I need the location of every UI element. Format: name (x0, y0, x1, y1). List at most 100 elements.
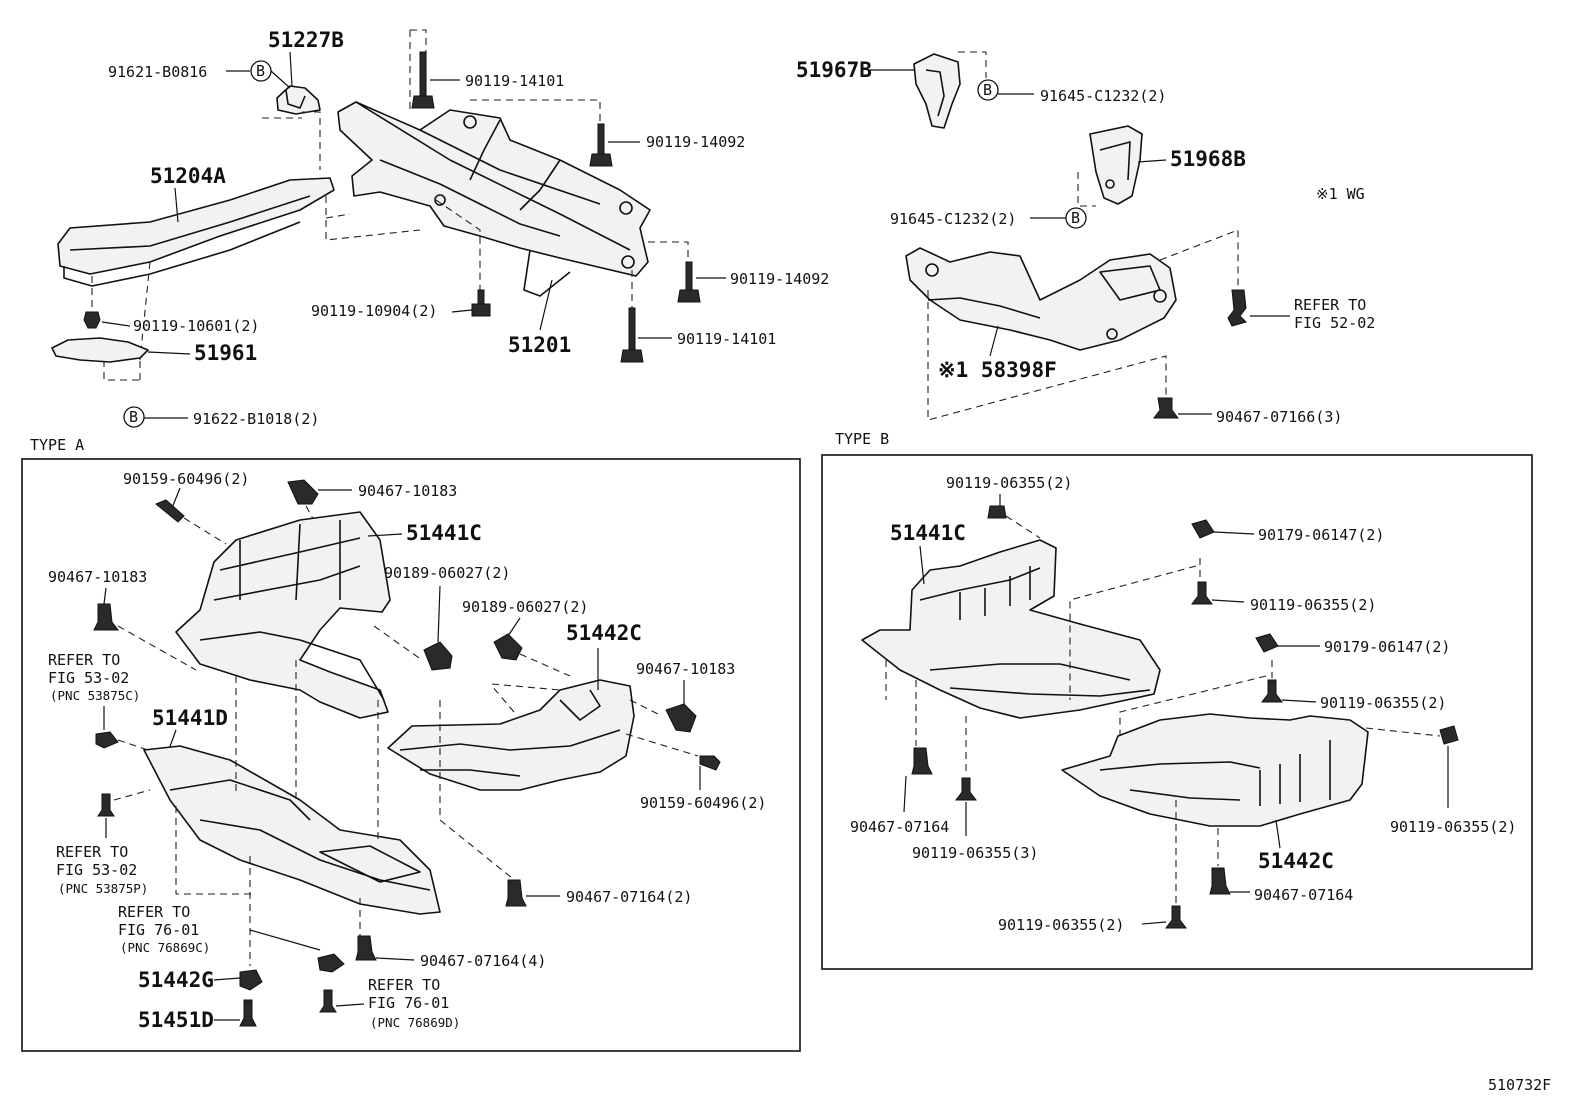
svg-text:90467-07166(3): 90467-07166(3) (1216, 408, 1342, 426)
svg-text:90119-06355(2): 90119-06355(2) (946, 474, 1072, 492)
svg-text:90467-10183: 90467-10183 (358, 482, 457, 500)
svg-text:REFER TO: REFER TO (1294, 296, 1366, 314)
svg-text:90119-14101: 90119-14101 (677, 330, 776, 348)
clip-90467-07164-b (355, 935, 377, 961)
clip-90467-07164-b-a (911, 747, 933, 775)
crossmember-51201-shape (337, 101, 651, 277)
clip-90467-07164-a (505, 879, 527, 907)
bolt-90119-14101-a (419, 51, 427, 99)
svg-text:90159-60496(2): 90159-60496(2) (123, 470, 249, 488)
label-51968b: 51968B (1170, 147, 1246, 171)
b-marker-3 (977, 79, 999, 101)
figure-code: 510732F (1488, 1076, 1551, 1094)
svg-text:B: B (129, 408, 138, 426)
label-51441d: 51441D (152, 706, 228, 730)
svg-text:90467-07164(2): 90467-07164(2) (566, 888, 692, 906)
svg-text:FIG 53-02: FIG 53-02 (48, 669, 129, 687)
label-51451d: 51451D (138, 1008, 214, 1032)
svg-text:REFER TO: REFER TO (56, 843, 128, 861)
svg-text:90189-06027(2): 90189-06027(2) (462, 598, 588, 616)
cover-58398f-shape (905, 247, 1177, 351)
label-51204a: 51204A (150, 164, 226, 188)
bracket-51968b-shape (1089, 125, 1143, 205)
clip-90467-07166 (1153, 397, 1179, 419)
svg-text:REFER TO: REFER TO (368, 976, 440, 994)
clip-90189-06027-a (423, 641, 453, 671)
svg-text:90119-06355(2): 90119-06355(2) (1320, 694, 1446, 712)
bracket-51967b-shape (913, 53, 961, 129)
bolt-53875p (97, 793, 115, 817)
nut-76869c (317, 953, 345, 973)
svg-text:B: B (256, 62, 265, 80)
clip-90467-10183-a (287, 479, 319, 505)
b-marker-2 (123, 406, 145, 428)
svg-text:90467-10183: 90467-10183 (48, 568, 147, 586)
svg-text:90119-06355(2): 90119-06355(2) (998, 916, 1124, 934)
label-51227b: 51227B (268, 28, 344, 52)
nut-90179-06147-a (1191, 519, 1215, 539)
clip-90467-07164-b-b (1209, 867, 1231, 895)
bolt-90119-14092-b (685, 261, 693, 293)
svg-text:(PNC 53875C): (PNC 53875C) (50, 688, 140, 703)
section-type-b: TYPE B (835, 430, 889, 448)
nut-51442g (239, 969, 263, 991)
svg-text:90119-14101: 90119-14101 (465, 72, 564, 90)
rail-51204a-shape (57, 177, 335, 275)
svg-text:(PNC 76869C): (PNC 76869C) (120, 940, 210, 955)
bolt-90119-06355-f (1165, 905, 1187, 929)
bolt-90119-06355-d (1439, 725, 1459, 745)
clip-90467-10183-c (665, 703, 697, 733)
svg-text:90119-10601(2): 90119-10601(2) (133, 317, 259, 335)
label-91622-b1018: 91622-B1018(2) (193, 410, 319, 428)
bolt-90119-10601 (83, 311, 101, 329)
svg-text:90119-06355(2): 90119-06355(2) (1390, 818, 1516, 836)
nut-90179-06147-b (1255, 633, 1279, 653)
svg-text:(PNC 76869D): (PNC 76869D) (370, 1015, 460, 1030)
svg-text:90119-14092: 90119-14092 (730, 270, 829, 288)
bolt-90119-14092-a (597, 123, 605, 157)
cover-51441c-b-shape (861, 539, 1161, 719)
svg-text:90119-14092: 90119-14092 (646, 133, 745, 151)
label-51442g: 51442G (138, 968, 214, 992)
svg-text:90189-06027(2): 90189-06027(2) (384, 564, 510, 582)
label-91621-b0816: 91621-B0816 (108, 63, 207, 81)
bolt-90119-06355-a (987, 505, 1007, 519)
cover-51441d-shape (143, 745, 441, 915)
cover-51442c-b-shape (1061, 713, 1369, 827)
bolt-90119-06355-c (1261, 679, 1283, 703)
note-wg: ※1 WG (1316, 185, 1365, 203)
bolt-90119-06355-e (955, 777, 977, 801)
type-a-panel (21, 458, 801, 1052)
label-51201: 51201 (508, 333, 571, 357)
svg-text:90467-10183: 90467-10183 (636, 660, 735, 678)
plate-51961-shape (51, 337, 149, 363)
svg-text:90119-10904(2): 90119-10904(2) (311, 302, 437, 320)
svg-text:FIG 52-02: FIG 52-02 (1294, 314, 1375, 332)
section-type-a: TYPE A (30, 436, 84, 454)
svg-text:90467-07164(4): 90467-07164(4) (420, 952, 546, 970)
label-51961: 51961 (194, 341, 257, 365)
crossmember-group: B 51227B 91621-B0816 51204A 90119-10601(… (51, 28, 829, 428)
label-91645-c1232-b: 91645-C1232(2) (890, 210, 1016, 228)
label-51442c-a: 51442C (566, 621, 642, 645)
bolt-90119-06355-b (1191, 581, 1213, 605)
svg-text:90179-06147(2): 90179-06147(2) (1324, 638, 1450, 656)
svg-text:90159-60496(2): 90159-60496(2) (640, 794, 766, 812)
nut-53875c (95, 731, 119, 749)
svg-text:90467-07164: 90467-07164 (1254, 886, 1353, 904)
svg-text:90119-06355(2): 90119-06355(2) (1250, 596, 1376, 614)
label-91645-c1232-a: 91645-C1232(2) (1040, 87, 1166, 105)
type-a-group: 90159-60496(2) 90467-10183 51441C 90467-… (48, 470, 766, 1032)
svg-text:B: B (1071, 209, 1080, 227)
label-58398f: ※1 58398F (938, 358, 1057, 382)
svg-text:(PNC 53875P): (PNC 53875P) (58, 881, 148, 896)
bolt-76869d (319, 989, 337, 1013)
bolt-90119-14101-b (628, 307, 636, 355)
bracket-group-right: 51967B B 91645-C1232(2) 51968B B 91645-C… (796, 51, 1375, 426)
cover-51441c-a-shape (175, 511, 391, 719)
svg-text:REFER TO: REFER TO (48, 651, 120, 669)
svg-text:B: B (983, 81, 992, 99)
svg-text:90467-07164: 90467-07164 (850, 818, 949, 836)
svg-text:90179-06147(2): 90179-06147(2) (1258, 526, 1384, 544)
